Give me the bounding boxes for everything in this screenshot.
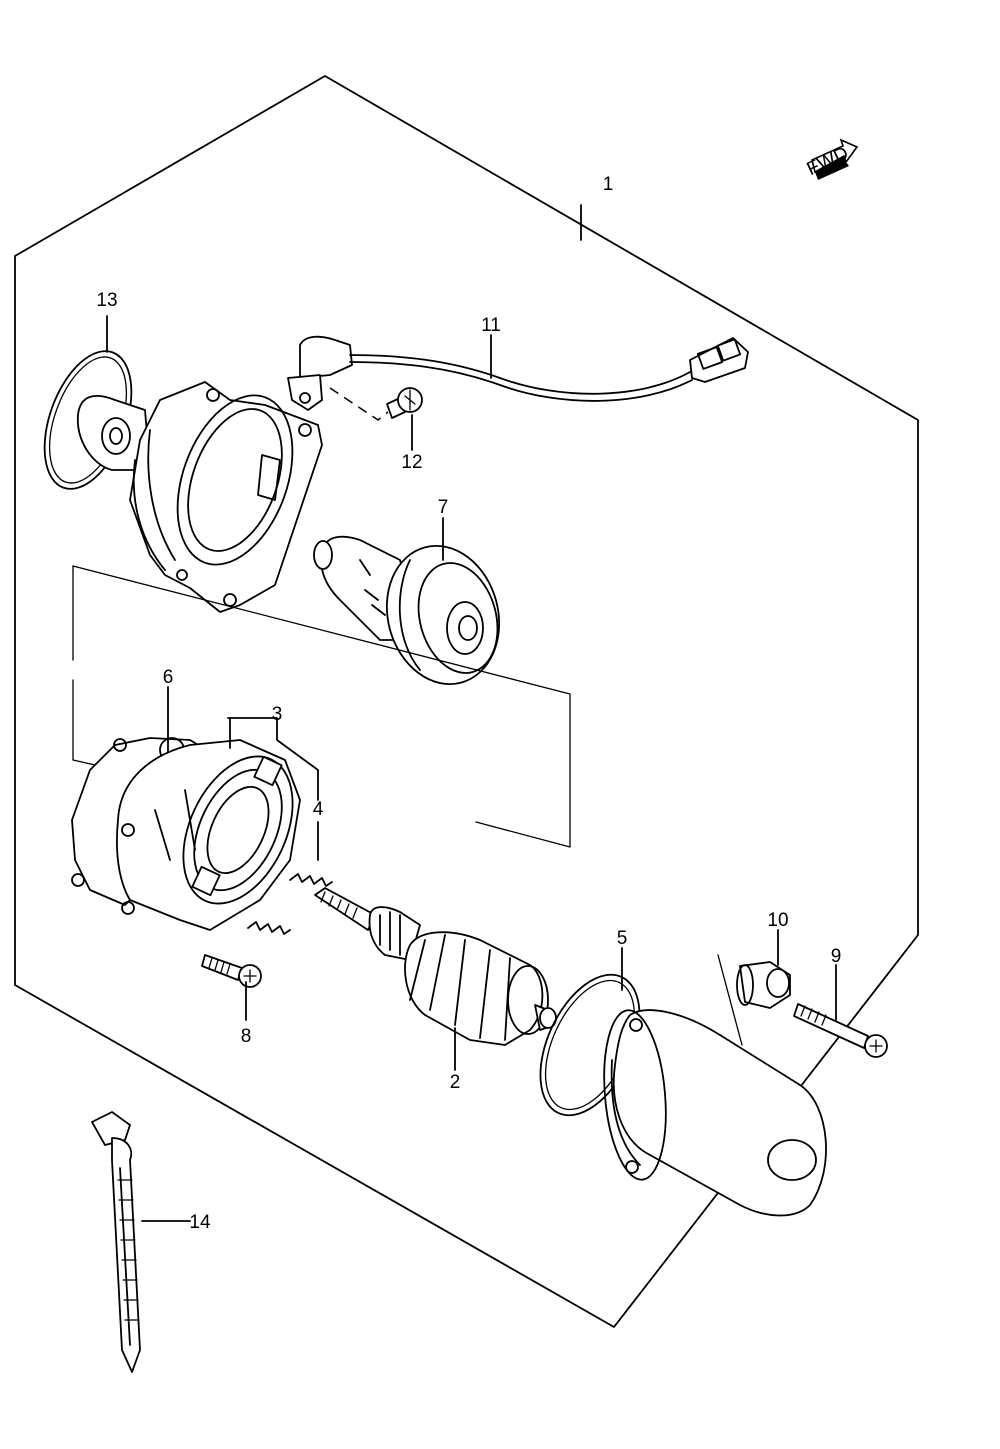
callout-1: 1 [603,174,614,195]
through-bolt-9 [793,1003,888,1058]
callout-4: 4 [313,799,324,820]
callout-labels: 1 2 3 4 5 6 7 8 9 10 11 12 13 14 [96,174,841,1233]
callout-8: 8 [241,1026,252,1047]
brush-set-group-frame [72,565,571,848]
callout-14: 14 [189,1212,211,1233]
front-bracket-housing [77,381,323,613]
callout-7: 7 [438,497,449,518]
callout-11: 11 [481,315,501,336]
callout-6: 6 [163,667,174,688]
callout-9: 9 [831,946,842,967]
brush-holder-3 [116,739,301,931]
screw-12 [329,387,423,421]
cable-tie-14 [91,1111,141,1373]
lead-wire-11 [287,335,749,411]
fwd-arrow-icon: FWD [804,138,859,180]
motor-yoke-case [603,1009,827,1217]
starter-clutch-7 [313,535,501,685]
brush-spring-4 [247,873,333,935]
callout-2: 2 [450,1072,461,1093]
kit-boundary-outline [14,75,919,1328]
callout-13: 13 [96,290,117,311]
leader-lines [106,204,837,1222]
callout-5: 5 [617,928,628,949]
callout-10: 10 [767,910,788,931]
screw-8 [201,954,262,988]
callout-3: 3 [272,704,283,725]
armature-2 [314,887,557,1046]
brush-terminal-10 [717,954,791,1046]
callout-12: 12 [401,452,422,473]
